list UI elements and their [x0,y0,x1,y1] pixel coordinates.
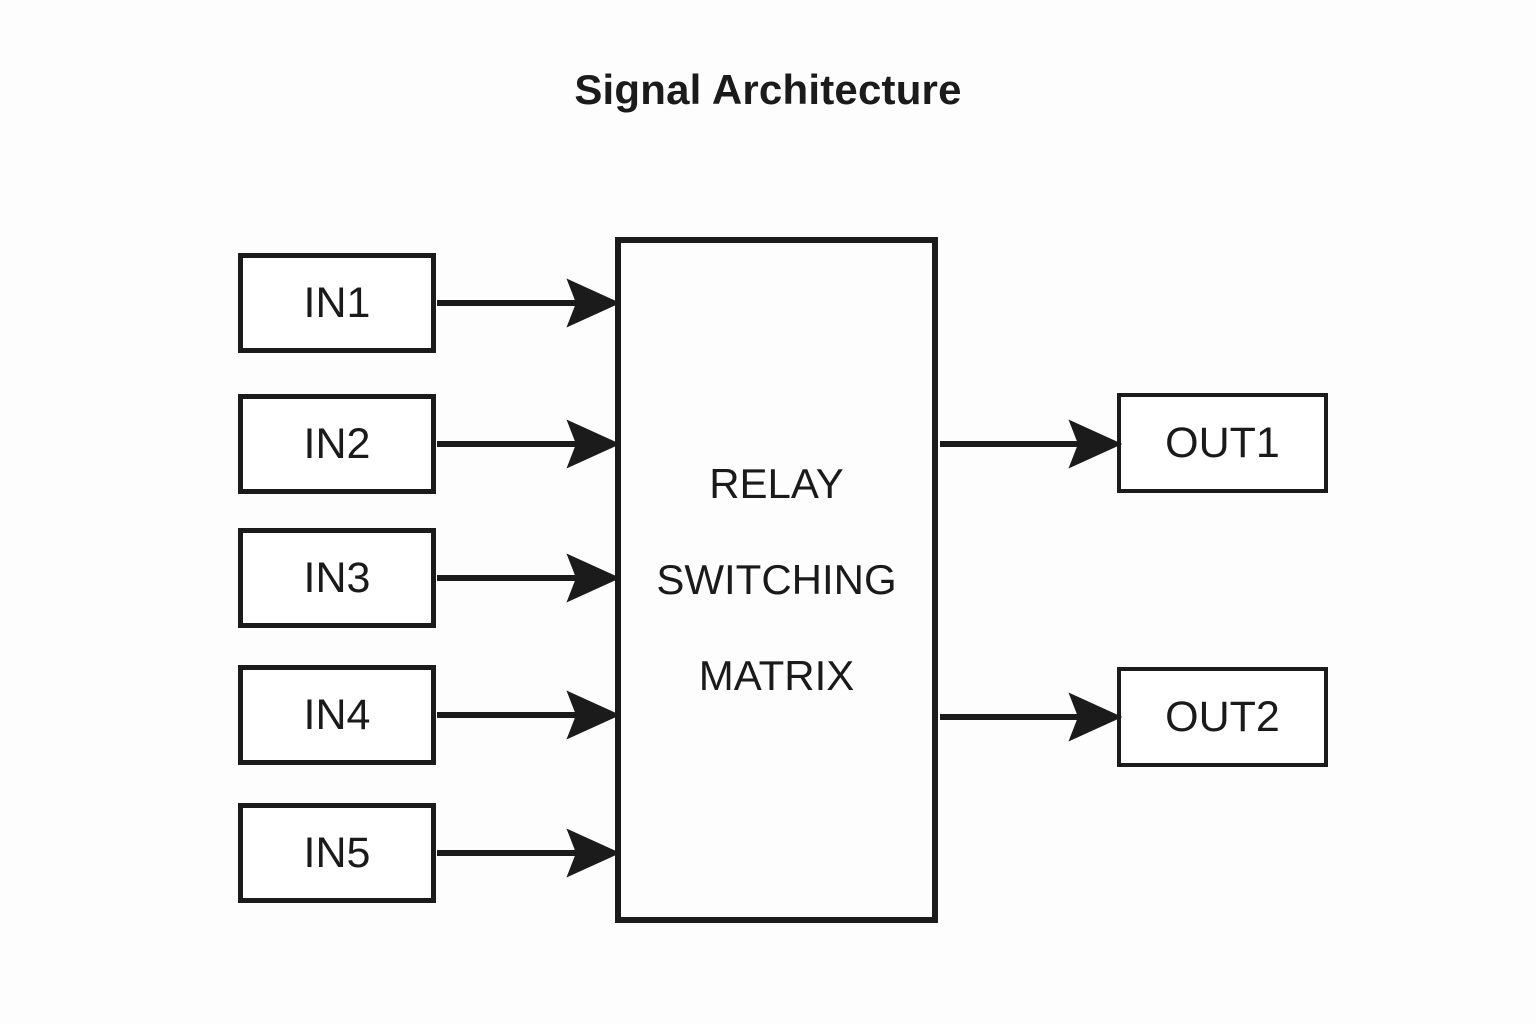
input-node-in4[interactable]: IN4 [238,665,436,765]
relay-switching-matrix-block[interactable]: RELAY SWITCHING MATRIX [615,237,938,923]
output-node-out1-label: OUT1 [1165,418,1280,467]
input-node-in1[interactable]: IN1 [238,253,436,353]
input-node-in2[interactable]: IN2 [238,394,436,494]
input-node-in5[interactable]: IN5 [238,803,436,903]
input-node-in2-label: IN2 [303,419,371,468]
matrix-block-line-1: RELAY [709,460,844,507]
output-node-out2-label: OUT2 [1165,692,1280,741]
input-node-in4-label: IN4 [303,690,371,739]
input-node-in5-label: IN5 [303,828,371,877]
output-node-out1[interactable]: OUT1 [1117,393,1328,493]
output-node-out2[interactable]: OUT2 [1117,667,1328,767]
matrix-block-line-3: MATRIX [698,652,855,699]
page-title: Signal Architecture [574,66,962,113]
input-node-in1-label: IN1 [303,278,371,327]
input-node-in3[interactable]: IN3 [238,528,436,628]
matrix-block-line-2: SWITCHING [656,556,897,603]
input-node-in3-label: IN3 [303,553,371,602]
